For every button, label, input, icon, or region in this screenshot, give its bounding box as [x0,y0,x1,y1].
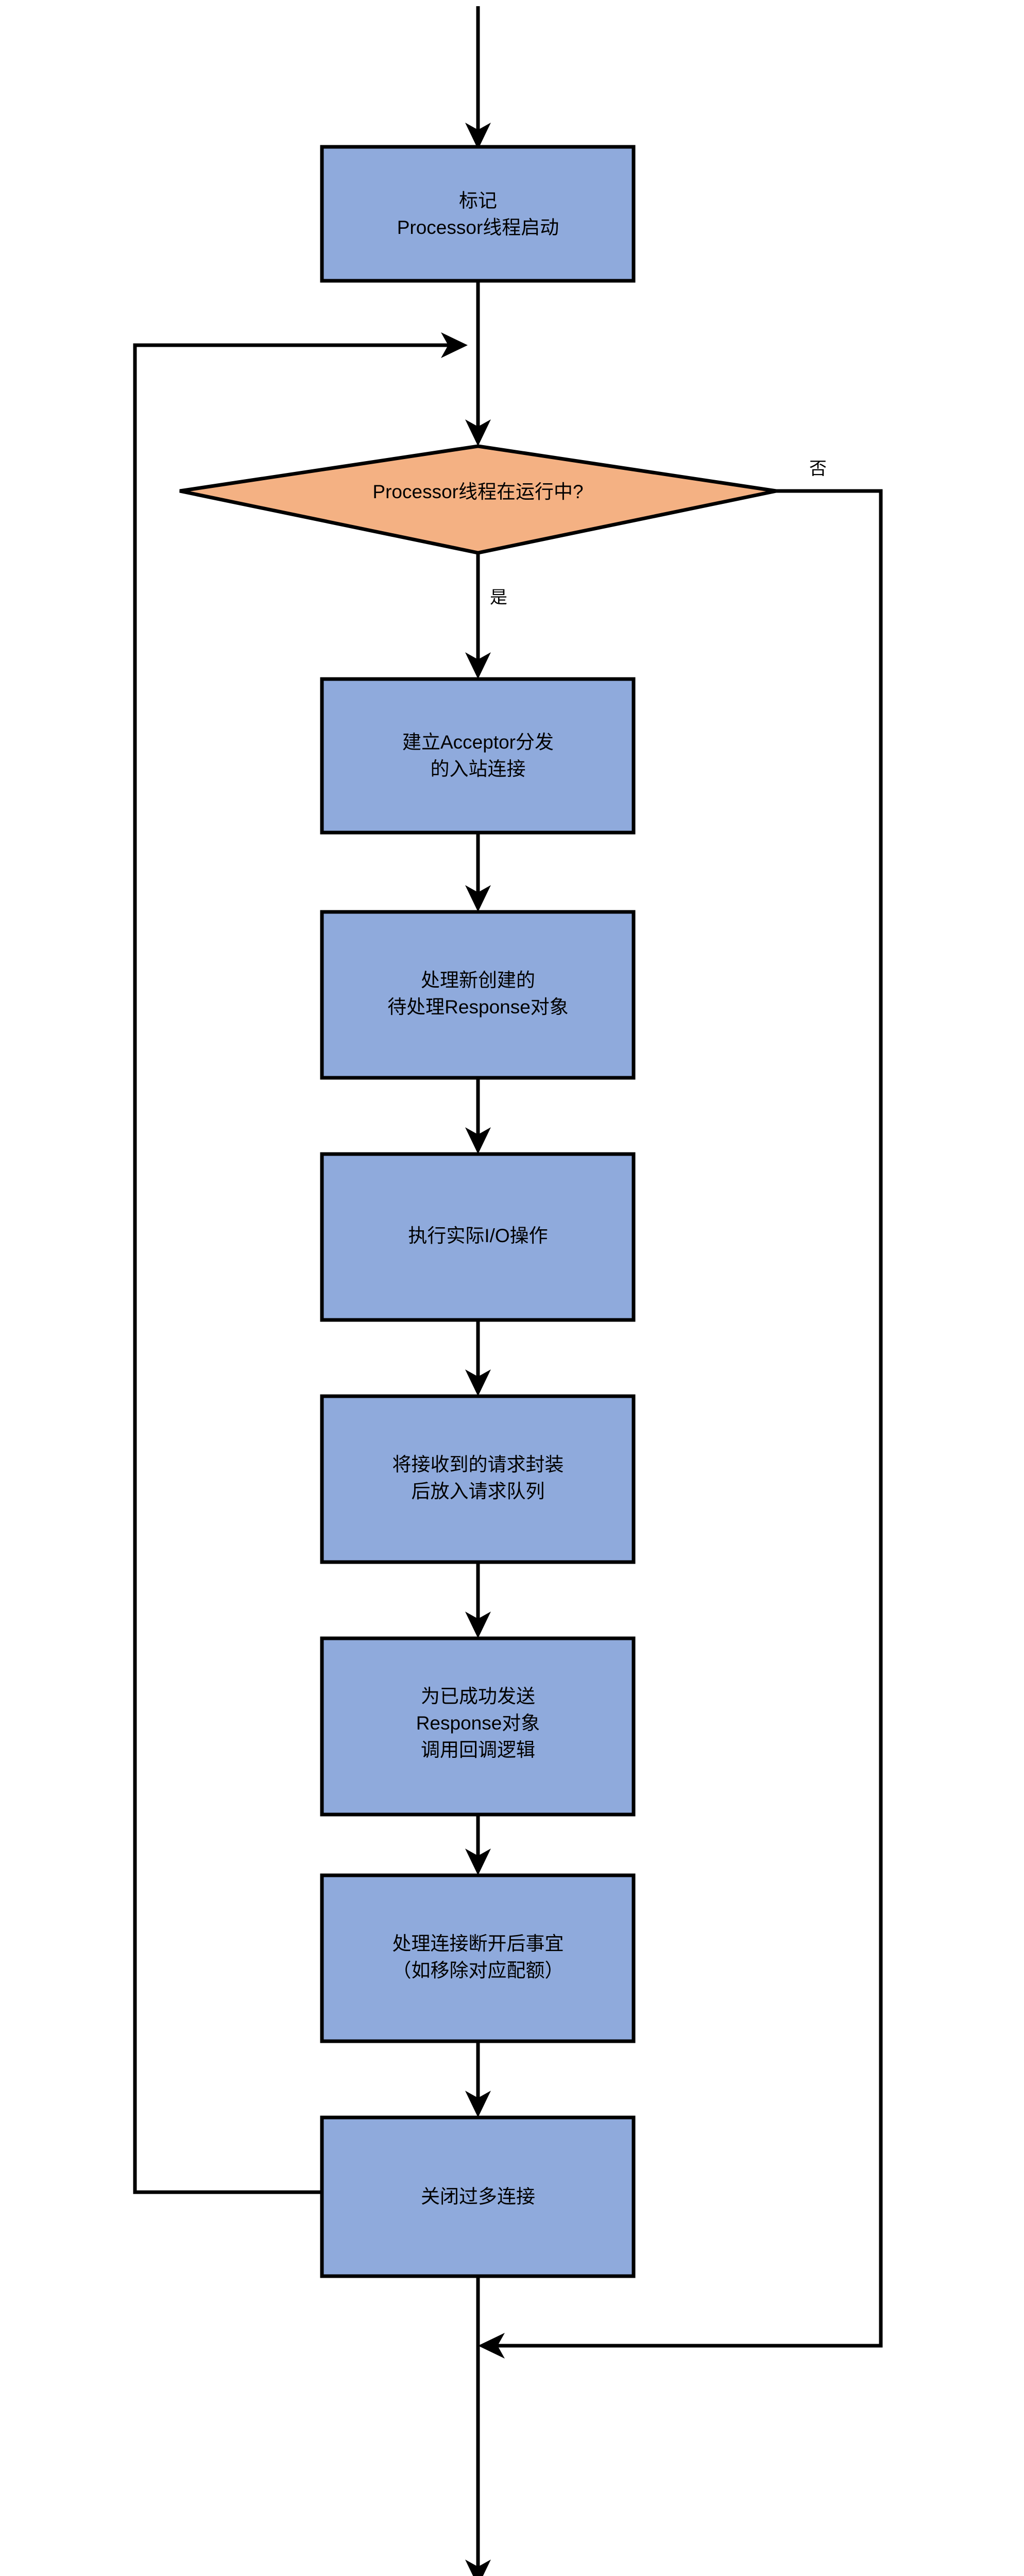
node-label-line: Processor线程启动 [397,217,559,238]
edge-label-yes: 是 [490,588,507,607]
arrowhead-n5-n6 [465,1369,491,1396]
node-label-line: 关闭过多连接 [421,2186,535,2207]
node-establish-acceptor-inbound-connections[interactable]: 建立Acceptor分发 的入站连接 [320,677,636,835]
node-label-line: 后放入请求队列 [412,1481,545,1502]
process-box[interactable] [320,2115,636,2278]
node-perform-actual-io-operations[interactable]: 执行实际I/O操作 [320,1152,636,1322]
node-label-line: 处理新创建的 [421,970,535,991]
node-handle-disconnection-aftermath[interactable]: 处理连接断开后事宜 （如移除对应配额） [320,1873,636,2043]
edge-label-no: 否 [809,459,827,479]
arrowhead-n6-n7 [465,1612,491,1638]
node-label-line: 执行实际I/O操作 [408,1225,548,1246]
arrowhead-n2-n3 [465,652,491,679]
node-label-line: 为已成功发送 [421,1686,535,1707]
process-box[interactable] [320,1636,636,1817]
arrowhead-n4-n5 [465,1127,491,1154]
node-label-line: 待处理Response对象 [387,996,569,1018]
arrowhead-n8-n9 [465,2091,491,2117]
arrowhead-no-branch [478,2333,505,2359]
process-box[interactable] [320,677,636,835]
node-label-line: 将接收到的请求封装 [392,1454,564,1475]
process-box[interactable] [320,1394,636,1564]
node-label-line: 标记 [459,190,497,211]
node-label-line: 的入站连接 [431,758,526,779]
arrowhead-n3-n4 [465,885,491,912]
node-wrap-requests-into-request-queue[interactable]: 将接收到的请求封装 后放入请求队列 [320,1394,636,1564]
edge-no-branch [487,489,883,2348]
node-close-excess-connections[interactable]: 关闭过多连接 [320,2115,636,2278]
node-label-line: 处理连接断开后事宜 [392,1933,564,1954]
node-label-line: Response对象 [416,1713,540,1734]
edge-loopback [133,343,458,2194]
arrowhead-n7-n8 [465,1849,491,1875]
node-mark-processor-thread-started[interactable]: 标记 Processor线程启动 [320,145,636,283]
decision-diamond[interactable] [179,444,777,555]
arrowhead-loopback [441,332,468,358]
process-box[interactable] [320,145,636,283]
connectors [133,6,883,2576]
process-box[interactable] [320,1873,636,2043]
node-label-line: 建立Acceptor分发 [402,732,554,753]
node-label-line: 调用回调逻辑 [421,1739,535,1760]
arrowhead-n1-n2 [465,419,491,446]
process-box[interactable] [320,910,636,1080]
node-process-new-pending-response-objects[interactable]: 处理新创建的 待处理Response对象 [320,910,636,1080]
node-is-processor-thread-running[interactable]: Processor线程在运行中? [179,444,777,555]
arrowhead-entry [465,123,491,149]
process-box[interactable] [320,1152,636,1322]
arrowhead-n9-n10 [465,2560,491,2576]
node-label-line: （如移除对应配额） [392,1960,564,1981]
node-label-line: Processor线程在运行中? [372,481,583,502]
node-invoke-callbacks-for-sent-responses[interactable]: 为已成功发送 Response对象 调用回调逻辑 [320,1636,636,1817]
